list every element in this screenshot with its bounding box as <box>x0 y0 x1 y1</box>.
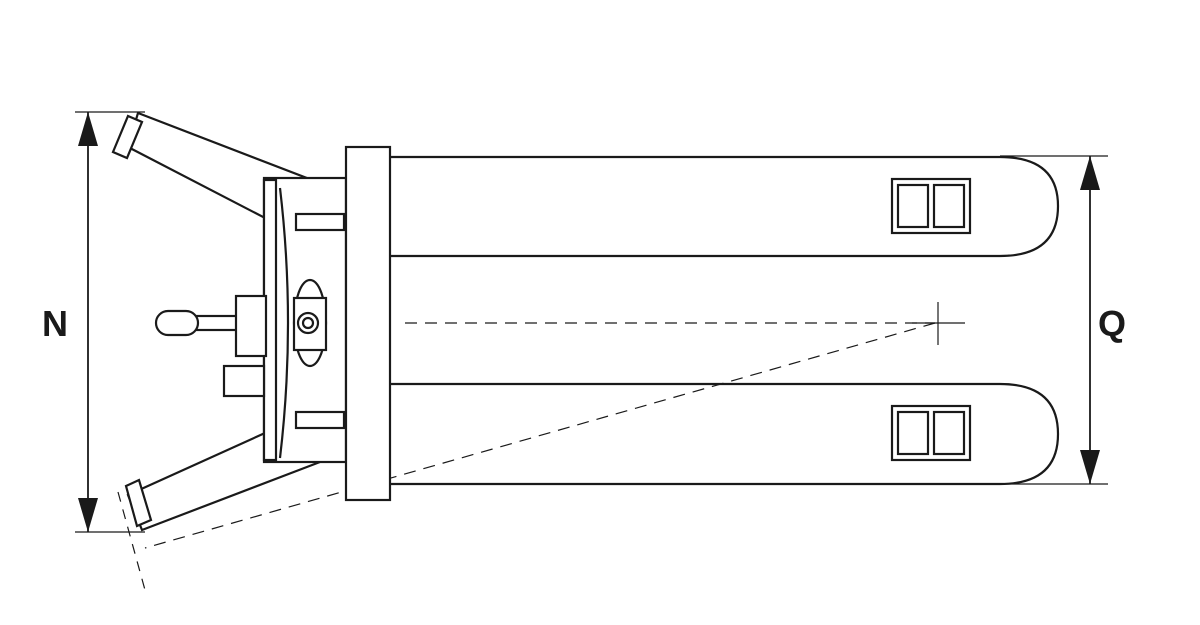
upper-fork-wheel-left <box>896 183 930 229</box>
upper-handle-grip <box>111 114 144 160</box>
diagonal-dashed <box>144 322 936 549</box>
lower-fork-wheel-right <box>932 410 966 456</box>
upper-link <box>294 212 346 232</box>
pivot-assembly <box>292 278 328 368</box>
upper-fork-wheel-right <box>932 183 966 229</box>
lower-link <box>294 410 346 430</box>
dimension-n <box>75 111 145 533</box>
lower-handle-grip <box>124 478 153 528</box>
dimension-q-label: Q <box>1098 303 1127 344</box>
release-lever-knob <box>154 309 200 337</box>
release-lever-housing <box>234 294 268 358</box>
pivot-bolt-inner <box>301 316 315 330</box>
pump-block <box>222 364 266 398</box>
dimension-q-arrow-bottom <box>1080 450 1100 484</box>
lower-fork-wheel-left <box>896 410 930 456</box>
dimension-q-arrow-top <box>1080 156 1100 190</box>
turning-path <box>117 302 965 591</box>
lower-fork <box>390 382 1060 486</box>
back-plate <box>344 145 392 502</box>
dimension-n-arrow-bottom <box>78 498 98 532</box>
dimension-q <box>1000 155 1108 485</box>
upper-fork <box>390 155 1060 258</box>
dimension-n-arrow-top <box>78 112 98 146</box>
handle-head <box>262 176 348 464</box>
dimension-n-label: N <box>42 303 68 344</box>
handle-head-curve <box>278 187 290 459</box>
back-plate-body <box>344 145 392 502</box>
release-lever <box>154 294 268 398</box>
